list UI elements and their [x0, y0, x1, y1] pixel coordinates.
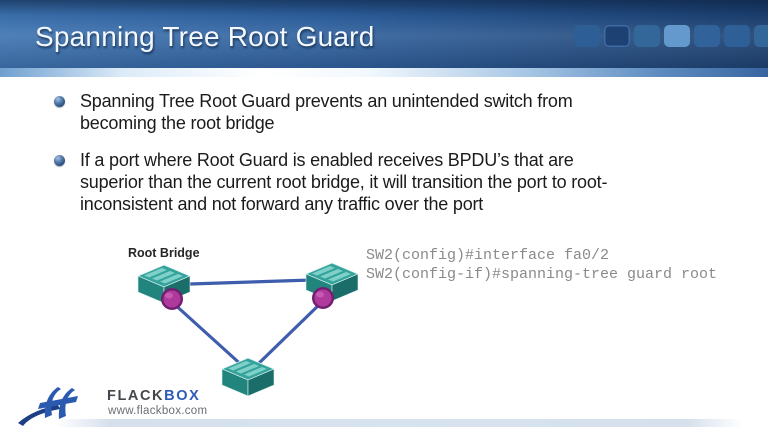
decorative-square	[754, 25, 768, 47]
port-indicator-left	[161, 288, 183, 310]
decorative-square	[574, 25, 600, 47]
diagram-links	[170, 278, 325, 371]
bullet-icon	[54, 155, 65, 166]
header-shine-strip	[0, 68, 768, 77]
root-bridge-label: Root Bridge	[128, 246, 200, 260]
cli-config-text: SW2(config)#interface fa0/2 SW2(config-i…	[366, 247, 718, 283]
link-left	[170, 300, 248, 371]
decorative-square	[634, 25, 660, 47]
brand-flack: FLACK	[107, 388, 165, 404]
bullet-item: If a port where Root Guard is enabled re…	[54, 149, 744, 215]
bullet-icon	[54, 96, 65, 107]
bullet-list: Spanning Tree Root Guard prevents an uni…	[54, 90, 744, 230]
bullet-text: If a port where Root Guard is enabled re…	[80, 150, 608, 214]
brand-box: BOX	[164, 388, 201, 404]
header-squares	[574, 25, 768, 47]
page-title: Spanning Tree Root Guard	[35, 21, 375, 52]
header-bar	[0, 0, 768, 77]
switch-bottom-icon	[221, 357, 275, 397]
flackbox-logo-icon	[18, 387, 78, 426]
link-right	[252, 299, 325, 370]
decorative-square	[694, 25, 720, 47]
footer-accent-bar	[55, 419, 743, 427]
switch-sw2-icon	[305, 262, 359, 302]
bullet-text: Spanning Tree Root Guard prevents an uni…	[80, 91, 573, 133]
switch-root-bridge-icon	[137, 264, 191, 304]
decorative-square	[724, 25, 750, 47]
brand-wordmark: FLACKBOX	[107, 388, 200, 404]
bullet-item: Spanning Tree Root Guard prevents an uni…	[54, 90, 744, 134]
link-top	[188, 278, 314, 286]
port-indicator-right	[312, 287, 334, 309]
decorative-square	[604, 25, 630, 47]
decorative-square	[664, 25, 690, 47]
site-url: www.flackbox.com	[108, 405, 208, 417]
